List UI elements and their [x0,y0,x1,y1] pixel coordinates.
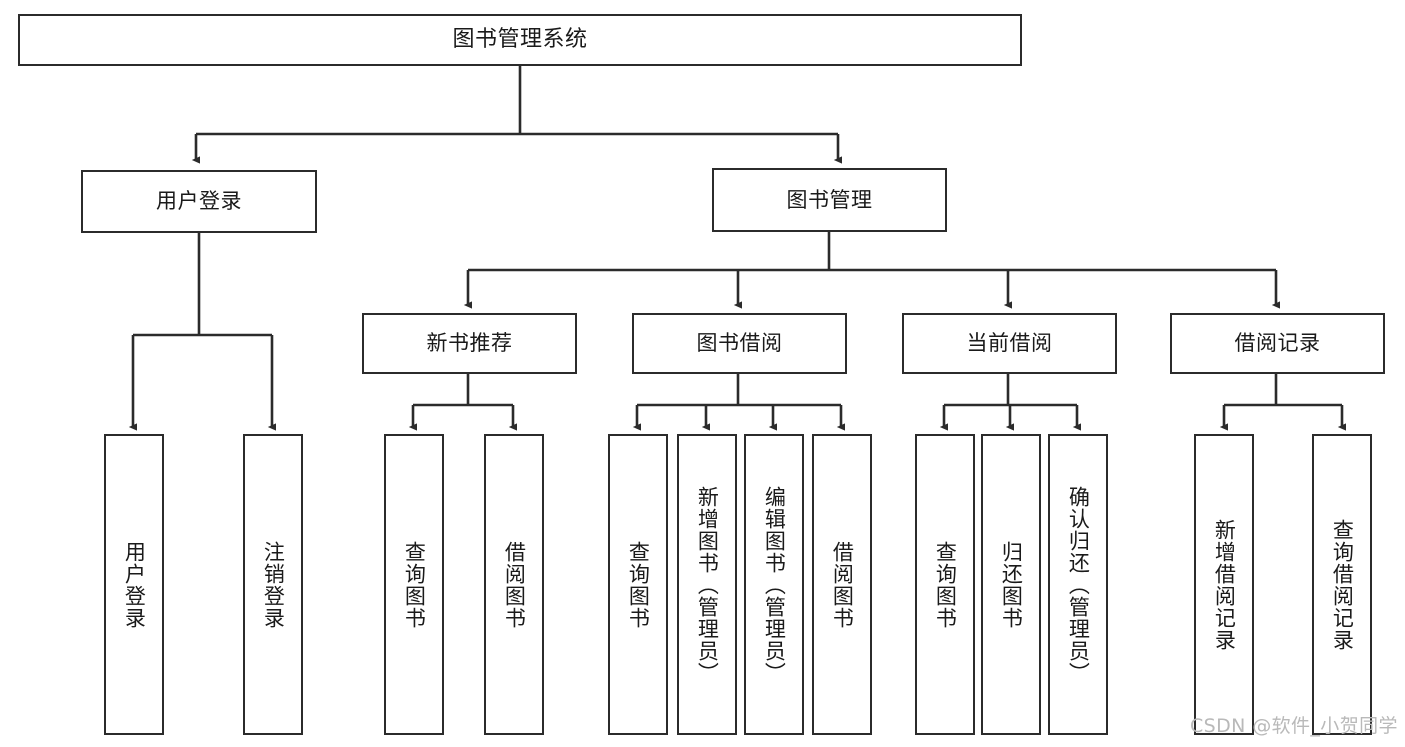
node-leaf-edit-book-admin[interactable]: 编辑图书（管理员） [744,434,804,735]
node-leaf-user-logout[interactable]: 注销登录 [243,434,303,735]
node-label: 新增图书（管理员） [695,485,720,684]
node-user-login[interactable]: 用户登录 [81,170,317,233]
node-leaf-add-borrow-record[interactable]: 新增借阅记录 [1194,434,1254,735]
node-label: 借阅图书 [502,540,527,629]
node-leaf-current-query-book[interactable]: 查询图书 [915,434,975,735]
node-label: 用户登录 [156,189,242,214]
node-label: 借阅图书 [830,540,855,629]
node-label: 图书管理 [786,187,873,212]
node-label: 归还图书 [999,540,1024,629]
node-label: 新书推荐 [426,331,513,356]
node-new-book-recommend[interactable]: 新书推荐 [362,313,577,374]
node-label: 用户登录 [122,540,147,629]
node-current-borrow[interactable]: 当前借阅 [902,313,1117,374]
node-leaf-return-book[interactable]: 归还图书 [981,434,1041,735]
node-label: 新增借阅记录 [1212,518,1237,651]
node-book-borrow[interactable]: 图书借阅 [632,313,847,374]
node-label: 查询图书 [402,540,427,629]
node-label: 注销登录 [261,540,286,629]
node-root-book-management-system[interactable]: 图书管理系统 [18,14,1022,66]
node-label: 确认归还（管理员） [1066,485,1091,684]
node-label: 图书管理系统 [452,27,588,53]
node-leaf-add-book-admin[interactable]: 新增图书（管理员） [677,434,737,735]
node-leaf-user-login[interactable]: 用户登录 [104,434,164,735]
node-label: 编辑图书（管理员） [762,485,787,684]
node-label: 借阅记录 [1234,331,1321,356]
node-leaf-borrow-query-book[interactable]: 查询图书 [608,434,668,735]
node-leaf-new-book-query[interactable]: 查询图书 [384,434,444,735]
node-label: 查询图书 [626,540,651,629]
node-label: 查询图书 [933,540,958,629]
node-label: 图书借阅 [696,331,783,356]
watermark-text: CSDN @软件_小贺同学 [1190,715,1398,737]
node-label: 当前借阅 [966,331,1053,356]
node-leaf-query-borrow-record[interactable]: 查询借阅记录 [1312,434,1372,735]
node-borrow-record[interactable]: 借阅记录 [1170,313,1385,374]
node-leaf-new-book-borrow[interactable]: 借阅图书 [484,434,544,735]
node-label: 查询借阅记录 [1330,518,1355,651]
node-book-management[interactable]: 图书管理 [712,168,947,232]
node-leaf-confirm-return-admin[interactable]: 确认归还（管理员） [1048,434,1108,735]
node-leaf-borrow-book[interactable]: 借阅图书 [812,434,872,735]
